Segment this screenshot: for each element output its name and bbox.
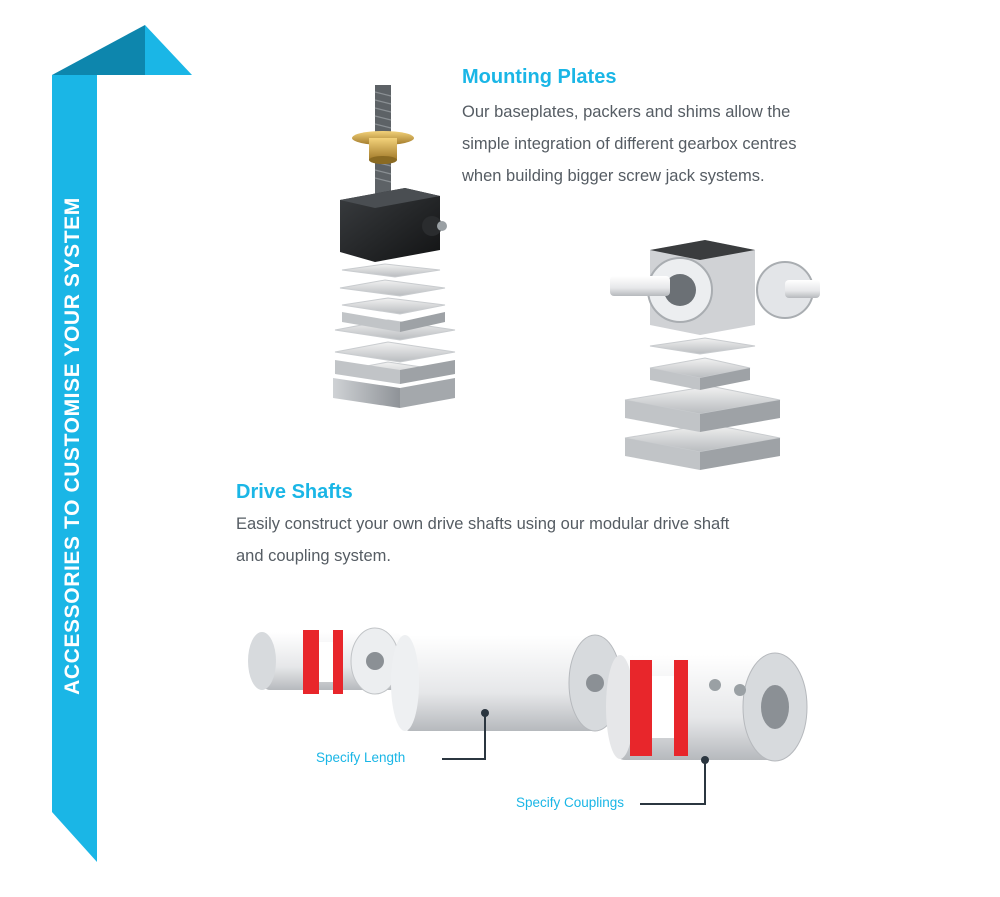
side-banner: ACCESSORIES TO CUSTOMISE YOUR SYSTEM (0, 0, 200, 892)
description-line: Our baseplates, packers and shims allow … (462, 103, 791, 121)
description-line: when building bigger screw jack systems. (462, 167, 765, 185)
drive-shafts-description: Easily construct your own drive shafts u… (236, 508, 729, 572)
drive-shafts-title: Drive Shafts (236, 481, 353, 503)
bevel-gearbox-illustration (610, 240, 820, 470)
description-line: and coupling system. (236, 547, 392, 565)
screw-jack-illustration (333, 85, 456, 408)
description-line: Easily construct your own drive shafts u… (236, 515, 730, 533)
mounting-plates-description: Our baseplates, packers and shims allow … (462, 96, 796, 192)
specify-length-label: Specify Length (316, 750, 406, 765)
drive-shaft-illustration (248, 627, 808, 805)
description-line: simple integration of different gearbox … (462, 135, 797, 153)
banner-ribbon-shape (52, 25, 192, 862)
specify-couplings-label: Specify Couplings (516, 795, 625, 810)
mounting-plates-title: Mounting Plates (462, 66, 617, 88)
